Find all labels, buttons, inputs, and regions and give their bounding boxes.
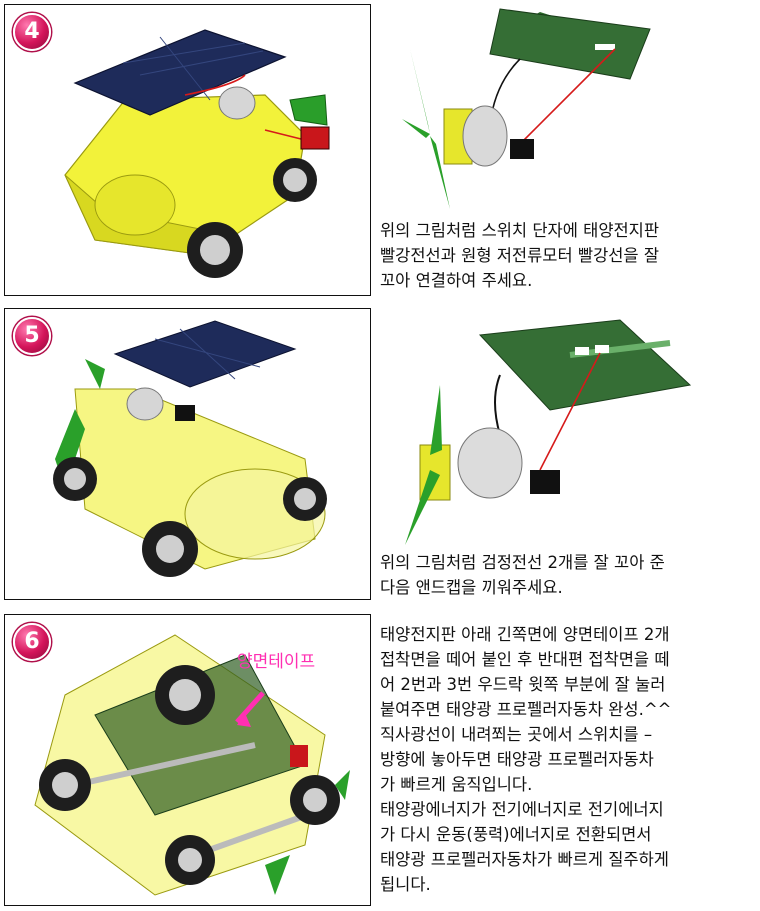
step-6-line: 접착면을 떼어 붙인 후 반대편 접착면을 떼 <box>380 650 670 669</box>
solar-car-underside-illustration <box>34 634 350 896</box>
solar-car-illustration-step5 <box>53 320 327 577</box>
step-6-line: 태양광에너지가 전기에너지로 전기에너지 <box>380 800 664 819</box>
double-sided-tape-label: 양면테이프 <box>237 652 316 672</box>
step-6-line: 가 다시 운동(풍력)에너지로 전환되면서 <box>380 825 652 844</box>
step-6-badge: 6 <box>13 623 51 661</box>
step-6-line: 태양전지판 아래 긴쪽면에 양면테이프 2개 <box>380 625 670 644</box>
step-4-image-panel: 4 <box>4 4 371 296</box>
step-5-description: 위의 그림처럼 검정전선 2개를 잘 꼬아 준 다음 앤드캡을 끼워주세요. <box>380 550 665 600</box>
step-6-description: 태양전지판 아래 긴쪽면에 양면테이프 2개 접착면을 떼어 붙인 후 반대편 … <box>380 622 672 897</box>
step-5-image-panel: 5 <box>4 308 371 600</box>
step-5-line: 다음 앤드캡을 끼워주세요. <box>380 578 563 597</box>
solar-car-illustration-step4 <box>64 29 330 278</box>
step-4-description: 위의 그림처럼 스위치 단자에 태양전지판 빨강전선과 원형 저전류모터 빨강선… <box>380 218 659 293</box>
step-6-line: 직사광선이 내려쬐는 곳에서 스위치를 – <box>380 725 653 744</box>
step-4-badge: 4 <box>13 13 51 51</box>
step-5-line: 위의 그림처럼 검정전선 2개를 잘 꼬아 준 <box>380 553 665 572</box>
step-5-badge: 5 <box>13 317 51 355</box>
step-4-line: 빨강전선과 원형 저전류모터 빨강선을 잘 <box>380 246 660 265</box>
step-4-line: 꼬아 연결하여 주세요. <box>380 271 533 290</box>
step-6-line: 됩니다. <box>380 875 431 894</box>
step-5-detail-illustration <box>400 315 740 550</box>
step-6-line: 태양광 프로펠러자동차가 빠르게 질주하게 <box>380 850 669 869</box>
step-6-line: 방향에 놓아두면 태양광 프로펠러자동차 <box>380 750 654 769</box>
step-6-line: 가 빠르게 움직입니다. <box>380 775 533 794</box>
step-6-line: 어 2번과 3번 우드락 윗쪽 부분에 잘 눌러 <box>380 675 666 694</box>
step-6-image-panel: 6 양면테이프 <box>4 614 371 906</box>
step-4-line: 위의 그림처럼 스위치 단자에 태양전지판 <box>380 221 660 240</box>
step-6-line: 붙여주면 태양광 프로펠러자동차 완성.^^ <box>380 700 672 719</box>
step-4-detail-illustration <box>400 4 740 219</box>
